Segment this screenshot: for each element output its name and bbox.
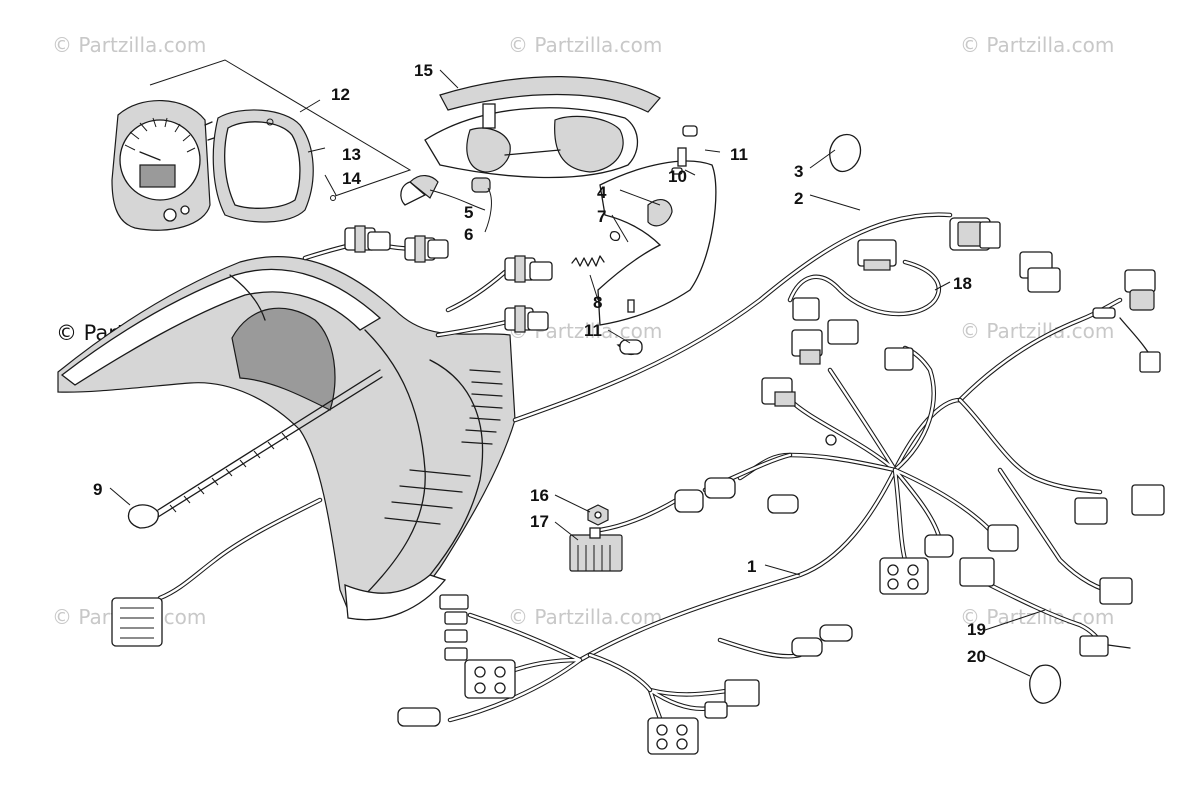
speedometer-gauge <box>111 99 215 231</box>
callout-17: 17 <box>530 512 549 531</box>
callout-4: 4 <box>597 183 607 202</box>
watermark: © Partzilla.com <box>960 33 1114 57</box>
callout-7: 7 <box>597 207 606 226</box>
callout-13: 13 <box>342 145 361 164</box>
callout-19: 19 <box>967 620 986 639</box>
leader-lines <box>109 69 1046 677</box>
callout-leader <box>299 99 321 113</box>
callout-12: 12 <box>331 85 350 104</box>
headlight-lens <box>597 125 717 356</box>
callout-11: 11 <box>730 145 748 164</box>
callout-5: 5 <box>464 203 473 222</box>
callout-2: 2 <box>794 189 803 208</box>
watermark: © Partzilla.com <box>508 33 662 57</box>
watermark: © Partzilla.com <box>52 33 206 57</box>
callout-leader <box>324 174 337 196</box>
callout-6: 6 <box>464 225 473 244</box>
callout-18: 18 <box>953 274 972 293</box>
callout-16: 16 <box>530 486 549 505</box>
callout-1: 1 <box>747 557 756 576</box>
callout-10: 10 <box>668 167 687 186</box>
spring <box>571 255 605 267</box>
callout-20: 20 <box>967 647 986 666</box>
callout-3: 3 <box>794 162 803 181</box>
connectors <box>111 217 1165 755</box>
headlight-assembly <box>400 76 661 206</box>
bolt <box>127 369 383 529</box>
fender-vents <box>384 369 503 525</box>
watermark: © Partzilla.com <box>508 605 662 629</box>
hose-clamp <box>829 133 862 173</box>
callout-leader <box>307 147 326 153</box>
callout-9: 9 <box>93 480 102 499</box>
callout-14: 14 <box>342 169 361 188</box>
callout-labels: 1 2 3 4 5 6 7 8 9 10 11 11 12 13 14 15 1… <box>93 61 986 666</box>
callout-bracket <box>149 59 412 197</box>
callout-8: 8 <box>593 293 602 312</box>
front-fender-body <box>57 255 516 621</box>
hose-clamp <box>1029 664 1062 704</box>
gauge-housing <box>212 109 336 223</box>
callout-11-lower: 11 <box>584 321 602 340</box>
wiring-harness <box>157 212 1123 738</box>
callout-15: 15 <box>414 61 433 80</box>
